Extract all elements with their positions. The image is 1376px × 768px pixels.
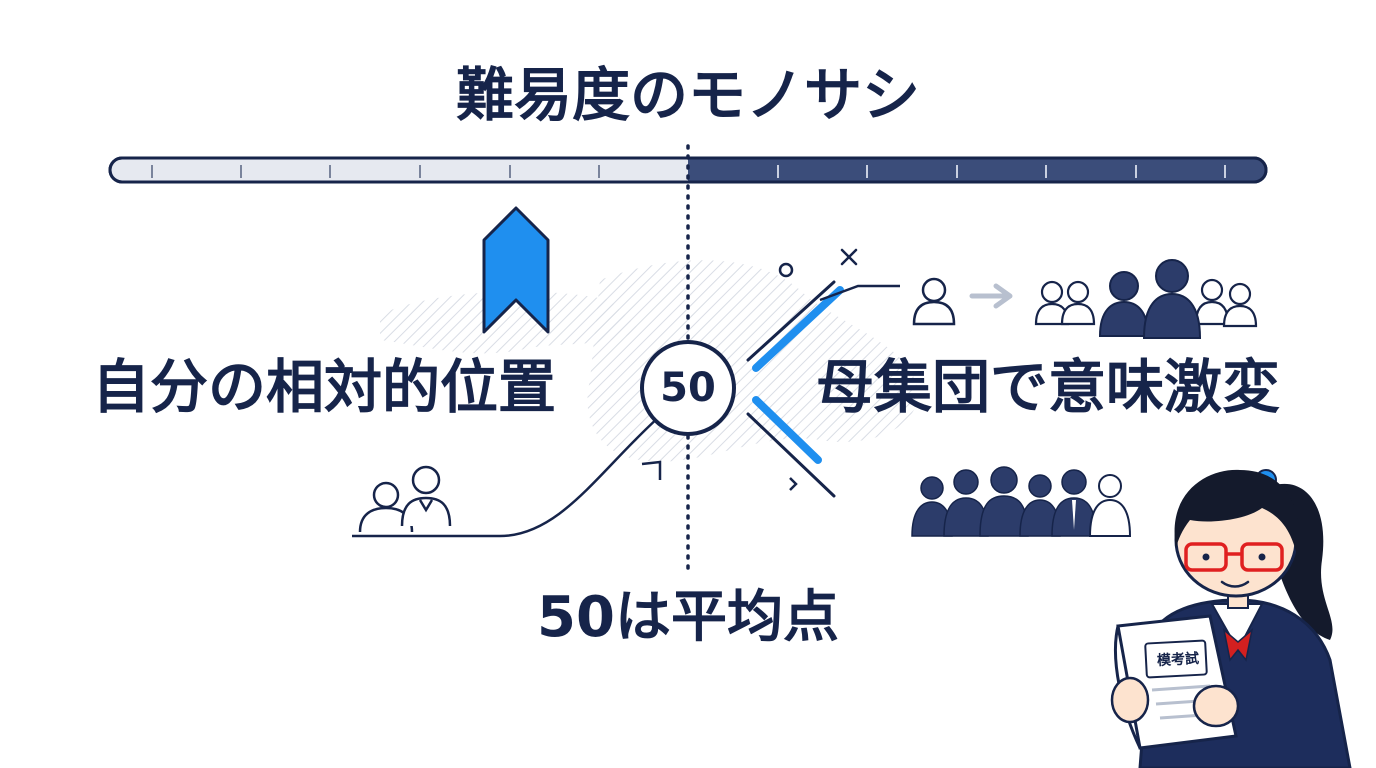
student-illustration — [1110, 469, 1352, 768]
bookmark-icon — [482, 206, 550, 334]
book-cover-label: 模考試 — [1156, 650, 1200, 670]
crowd-icon — [911, 466, 1097, 537]
average-score-label: 50は平均点 — [537, 585, 839, 650]
crowd-outline-person-icon — [1088, 474, 1132, 537]
population-meaning-label: 母集団で意味激変 — [816, 353, 1281, 421]
score-circle-value: 50 — [660, 365, 716, 411]
position-curve-line — [352, 415, 661, 538]
sparkle-icon — [840, 248, 858, 266]
small-bracket-icon — [641, 460, 662, 480]
score-circle — [640, 340, 736, 436]
arrow-right-icon — [969, 283, 1013, 309]
people-group-icon — [1034, 259, 1258, 339]
page-title: 難易度のモノサシ — [455, 61, 920, 129]
person-icon — [912, 277, 956, 326]
people-pair-icon — [358, 465, 452, 533]
diverging-lines — [746, 262, 900, 498]
relative-position-label: 自分の相対的位置 — [92, 353, 557, 421]
